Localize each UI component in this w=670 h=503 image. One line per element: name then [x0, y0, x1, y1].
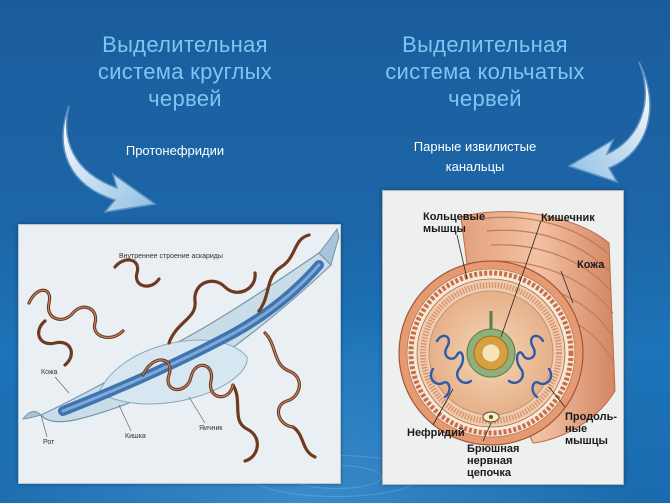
caption-ascaris-structure: Внутреннее строение аскариды — [119, 253, 223, 260]
label-intestine: Кишечник — [541, 212, 595, 224]
label-skin: Кожа — [577, 259, 605, 271]
title-annelids: Выделительная система кольчатых червей — [385, 32, 585, 111]
label-ovary: Яичник — [199, 425, 223, 432]
subtitle-paired-canals: Парные извилистые канальцы — [413, 139, 537, 174]
annelid-illustration — [398, 211, 616, 446]
subtitle-protonephridia: Протонефридии — [125, 143, 225, 158]
roundworm-illustration — [21, 227, 340, 463]
label-mouth: Рот — [43, 439, 55, 446]
label-nephridium: Нефридий — [407, 427, 465, 439]
label-skin: Кожа — [41, 369, 58, 376]
roundworm-diagram: Внутреннее строение аскариды Кожа Рот Ки… — [18, 224, 341, 484]
annelid-cross-section-diagram: Кольцевые мышцы Кишечник Кожа Продоль- н… — [382, 190, 624, 485]
label-ventral-nerve-cord: Брюшная нервная цепочка — [467, 443, 520, 479]
label-ring-muscles: Кольцевые мышцы — [423, 211, 486, 235]
title-roundworms: Выделительная система круглых червей — [97, 32, 273, 111]
label-gut: Кишка — [125, 433, 146, 440]
curved-arrow-left-icon — [62, 105, 157, 214]
label-longitudinal-muscles: Продоль- ные мышцы — [565, 411, 618, 447]
curved-arrow-right-icon — [567, 61, 651, 184]
